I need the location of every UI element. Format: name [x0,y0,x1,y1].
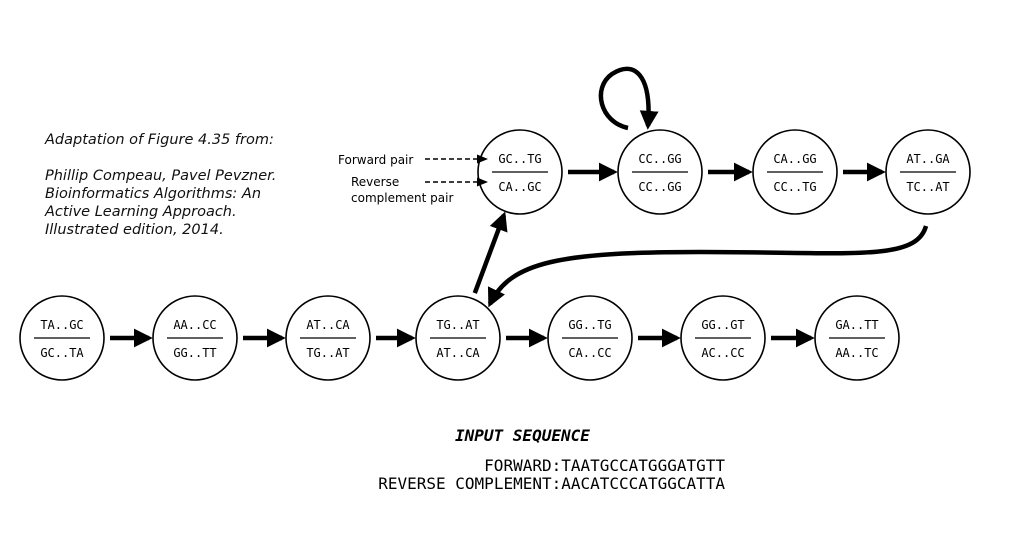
node-bottom-kmer: CC..TG [773,180,816,194]
node-bottom-kmer: AC..CC [701,346,744,360]
node-top-kmer: AA..CC [173,318,216,332]
node-bottom-kmer: GG..TT [173,346,216,360]
citation-line: Phillip Compeau, Pavel Pevzner. [45,168,277,184]
graph-node: TA..GC GC..TA [19,295,105,381]
graph-node: GG..TG CA..CC [547,295,633,381]
forward-pair-label: Forward pair [338,153,413,167]
node-top-kmer: AT..CA [306,318,350,332]
node-bottom-kmer: AA..TC [835,346,878,360]
node-bottom-kmer: TC..AT [906,180,949,194]
citation-line: Illustrated edition, 2014. [45,222,224,238]
graph-node: GC..TG CA..GC [477,129,563,215]
graph-node: GA..TT AA..TC [814,295,900,381]
edge-n9-n9 [598,66,659,131]
node-bottom-kmer: CA..CC [568,346,611,360]
node-top-kmer: CA..GG [773,152,816,166]
reverse-label: Reverse [351,175,399,189]
node-bottom-kmer: AT..CA [436,346,480,360]
edge-n11-n4 [487,225,929,308]
reverse-complement-sequence: REVERSE COMPLEMENT:AACATCCCATGGCATTA [378,474,725,493]
citation-block: Adaptation of Figure 4.35 from: Phillip … [45,131,345,239]
citation-line: Bioinformatics Algorithms: An [45,186,262,202]
graph-node: CC..GG CC..GG [617,129,703,215]
node-top-kmer: TA..GC [40,318,83,332]
forward-sequence: FORWARD:TAATGCCATGGGATGTT [484,456,725,475]
node-bottom-kmer: CC..GG [638,180,681,194]
citation-line: Adaptation of Figure 4.35 from: [45,132,274,148]
graph-node: AA..CC GG..TT [152,295,238,381]
node-bottom-kmer: GC..TA [40,346,84,360]
input-sequence-title: INPUT SEQUENCE [455,426,590,445]
node-top-kmer: AT..GA [906,152,950,166]
graph-node: AT..GA TC..AT [885,129,971,215]
complement-pair-label: complement pair [351,191,453,205]
graph-node: AT..CA TG..AT [285,295,371,381]
citation-line: Active Learning Approach. [45,204,237,220]
graph-node: CA..GG CC..TG [752,129,838,215]
node-top-kmer: TG..AT [436,318,479,332]
node-top-kmer: CC..GG [638,152,681,166]
graph-node: GG..GT AC..CC [680,295,766,381]
node-top-kmer: GG..TG [568,318,611,332]
node-top-kmer: GA..TT [835,318,878,332]
node-top-kmer: GG..GT [701,318,744,332]
node-bottom-kmer: TG..AT [306,346,349,360]
node-bottom-kmer: CA..GC [498,180,541,194]
edge-n4-n8 [472,211,508,294]
node-top-kmer: GC..TG [498,152,541,166]
graph-node: TG..AT AT..CA [415,295,501,381]
